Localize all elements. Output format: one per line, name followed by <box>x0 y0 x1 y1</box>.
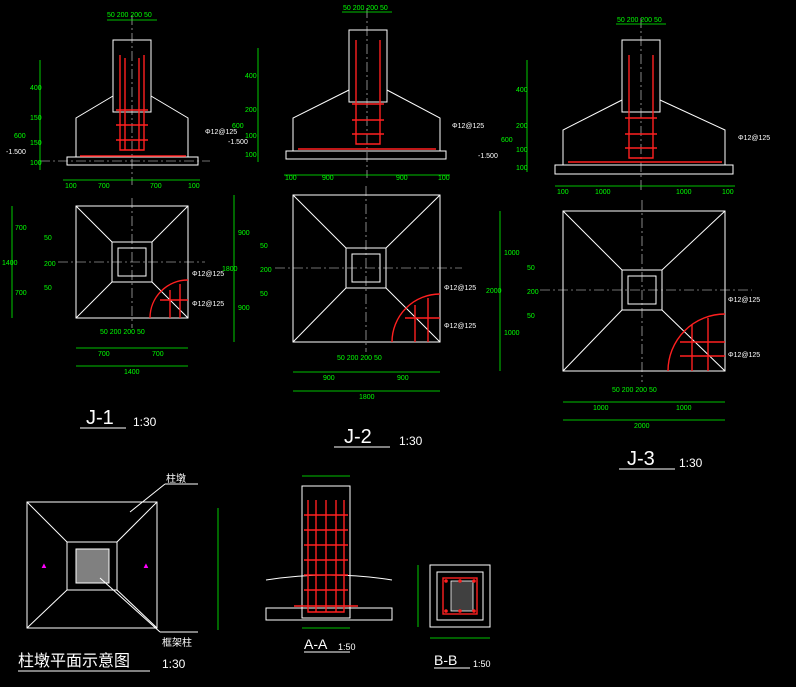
plan-schematic: ▲ ▲ 柱墩 框架柱 柱墩平面示意图 1:30 <box>18 472 198 672</box>
j2-plan-rebar-2: Φ12@125 <box>444 323 476 330</box>
j2-elev-dim-5: 100 <box>245 152 257 159</box>
j1-elev-dim-1: 400 <box>30 85 42 92</box>
j2-scale: 1:30 <box>399 434 423 448</box>
j3-bottom-total: 2000 <box>634 423 650 430</box>
j3-elev-dim-3: 600 <box>501 137 513 144</box>
label-pier: 柱墩 <box>166 472 186 485</box>
j1-left-dim-1: 700 <box>15 225 27 232</box>
j3-elev-dim-4: 100 <box>516 147 528 154</box>
j2-elev-dim-3: 600 <box>232 123 244 130</box>
j1-col-dim-1: 50 <box>44 235 52 242</box>
j3-rebar-label: Φ12@125 <box>738 135 770 142</box>
j3-scale: 1:30 <box>679 456 703 470</box>
j3-bottom-half-1: 1000 <box>593 405 609 412</box>
j1-title: J-1 <box>86 407 114 429</box>
j2-left-dim-2: 900 <box>238 305 250 312</box>
j3-elev-dim-1: 400 <box>516 87 528 94</box>
j2-elev-dim-2: 200 <box>245 107 257 114</box>
j2-title: J-2 <box>344 426 372 448</box>
j3-title: J-3 <box>627 448 655 470</box>
j1-elev-dim-3: 600 <box>14 133 26 140</box>
j3-elevation: 50 200 200 50 400 200 600 100 100 -1.500… <box>478 17 770 196</box>
j1-elev-dim-4: 150 <box>30 140 42 147</box>
j1-plan-rebar-1: Φ12@125 <box>192 271 224 278</box>
j1-bottom-dim-4: 100 <box>188 183 200 190</box>
j3-col-dim-2: 200 <box>527 289 539 296</box>
j1-left-dim-2: 700 <box>15 290 27 297</box>
j1-col-dim-2: 200 <box>44 261 56 268</box>
j2-bottom-col-dims: 50 200 200 50 <box>337 355 382 362</box>
section-bb-scale: 1:50 <box>473 659 491 669</box>
j2-top-dims: 50 200 200 50 <box>343 5 388 12</box>
j2-left-dim-1: 900 <box>238 230 250 237</box>
j1-plan: 700 1400 700 50 200 50 50 200 200 50 700… <box>2 198 224 429</box>
j2-rebar-label: Φ12@125 <box>452 123 484 130</box>
j1-elevation: 50 200 200 50 400 150 600 150 100 -1.500… <box>6 12 237 190</box>
j1-elev-dim-2: 150 <box>30 115 42 122</box>
j3-left-dim-2: 1000 <box>504 330 520 337</box>
j2-col-dim-1: 50 <box>260 243 268 250</box>
j2-bottom-half-2: 900 <box>397 375 409 382</box>
j3-col-dim-3: 50 <box>527 313 535 320</box>
j3-level: -1.500 <box>478 153 498 160</box>
j1-scale: 1:30 <box>133 415 157 429</box>
j2-elev-dim-1: 400 <box>245 73 257 80</box>
j2-left-dim-total: 1800 <box>222 266 238 273</box>
j1-left-dim-total: 1400 <box>2 260 18 267</box>
j3-bottom-dim-4: 100 <box>722 189 734 196</box>
j3-elev-dim-2: 200 <box>516 123 528 130</box>
j2-bottom-dim-3: 900 <box>396 175 408 182</box>
section-bb: B-B 1:50 <box>417 564 491 669</box>
j2-plan-rebar-1: Φ12@125 <box>444 285 476 292</box>
j2-col-dim-2: 200 <box>260 267 272 274</box>
marker-left: ▲ <box>40 561 48 570</box>
j3-bottom-col-dims: 50 200 200 50 <box>612 387 657 394</box>
j1-bottom-col-dims: 50 200 200 50 <box>100 329 145 336</box>
j3-bottom-dim-2: 1000 <box>595 189 611 196</box>
j1-bottom-total: 1400 <box>124 369 140 376</box>
j3-elev-dim-5: 100 <box>516 165 528 172</box>
j1-elev-dim-5: 100 <box>30 160 42 167</box>
label-frame-column: 框架柱 <box>162 636 192 649</box>
j1-rebar-label: Φ12@125 <box>205 129 237 136</box>
j3-top-dims: 50 200 200 50 <box>617 17 662 24</box>
section-bb-title: B-B <box>434 652 457 668</box>
j1-col-dim-3: 50 <box>44 285 52 292</box>
j3-plan-rebar-1: Φ12@125 <box>728 297 760 304</box>
j3-left-dim-1: 1000 <box>504 250 520 257</box>
j2-bottom-half-1: 900 <box>323 375 335 382</box>
j2-bottom-dim-2: 900 <box>322 175 334 182</box>
j3-bottom-dim-1: 100 <box>557 189 569 196</box>
j2-level: -1.500 <box>228 139 248 146</box>
plan-schematic-scale: 1:30 <box>162 657 186 671</box>
section-aa-scale: 1:50 <box>338 642 356 652</box>
j3-plan: 1000 2000 1000 50 200 50 50 200 200 50 1… <box>486 200 760 470</box>
j1-bottom-dim-3: 700 <box>150 183 162 190</box>
j2-elev-dim-4: 100 <box>245 133 257 140</box>
j2-bottom-dim-4: 100 <box>438 175 450 182</box>
j1-bottom-half-1: 700 <box>98 351 110 358</box>
section-aa: A-A 1:50 <box>217 475 393 653</box>
j1-level: -1.500 <box>6 149 26 156</box>
j2-plan: 900 1800 900 50 200 50 50 200 200 50 900… <box>222 186 476 448</box>
j1-plan-rebar-2: Φ12@125 <box>192 301 224 308</box>
j3-bottom-dim-3: 1000 <box>676 189 692 196</box>
section-aa-title: A-A <box>304 636 328 652</box>
j1-bottom-dim-2: 700 <box>98 183 110 190</box>
plan-schematic-title: 柱墩平面示意图 <box>18 651 130 670</box>
j1-top-dims: 50 200 200 50 <box>107 12 152 19</box>
j3-col-dim-1: 50 <box>527 265 535 272</box>
j3-bottom-half-2: 1000 <box>676 405 692 412</box>
j1-bottom-dim-1: 100 <box>65 183 77 190</box>
j2-bottom-dim-1: 100 <box>285 175 297 182</box>
j3-plan-rebar-2: Φ12@125 <box>728 352 760 359</box>
j2-elevation: 50 200 200 50 400 200 600 100 100 -1.500… <box>228 5 484 182</box>
j1-bottom-half-2: 700 <box>152 351 164 358</box>
j2-bottom-total: 1800 <box>359 394 375 401</box>
j3-left-dim-total: 2000 <box>486 288 502 295</box>
marker-right: ▲ <box>142 561 150 570</box>
j2-col-dim-3: 50 <box>260 291 268 298</box>
